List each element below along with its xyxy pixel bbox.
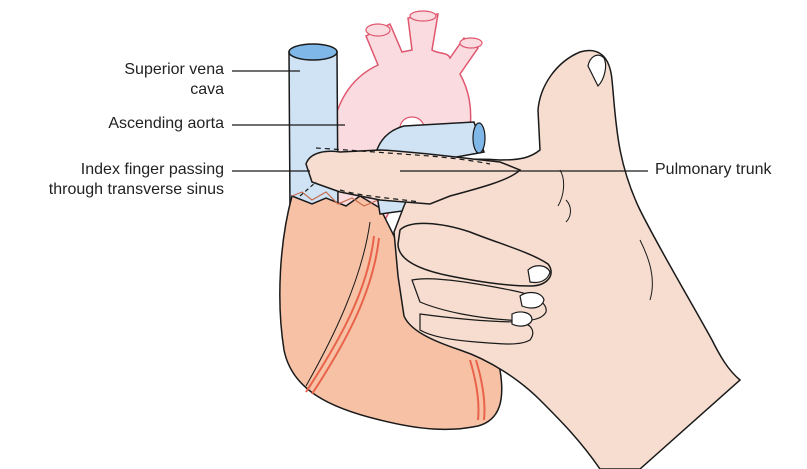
fingernail-2: [520, 293, 544, 308]
brachiocephalic-top: [366, 24, 390, 36]
fingernail-3: [512, 312, 532, 326]
label-index-finger-line2: through transverse sinus: [49, 180, 224, 200]
pulmonary-opening: [473, 123, 485, 153]
label-superior-vena-cava-line1: Superior vena: [124, 60, 224, 80]
label-superior-vena-cava-line2: cava: [124, 80, 224, 100]
label-ascending-aorta: Ascending aorta: [108, 114, 224, 134]
left-subclavian-top: [460, 38, 482, 48]
label-index-finger-line1: Index finger passing: [49, 160, 224, 180]
label-index-finger: Index finger passing through transverse …: [49, 160, 224, 200]
label-pulmonary-trunk: Pulmonary trunk: [655, 160, 772, 180]
label-superior-vena-cava: Superior vena cava: [124, 60, 224, 100]
left-carotid-top: [410, 11, 436, 21]
label-ascending-aorta-text: Ascending aorta: [108, 114, 224, 134]
label-pulmonary-trunk-text: Pulmonary trunk: [655, 160, 772, 180]
svc-opening: [289, 44, 337, 60]
